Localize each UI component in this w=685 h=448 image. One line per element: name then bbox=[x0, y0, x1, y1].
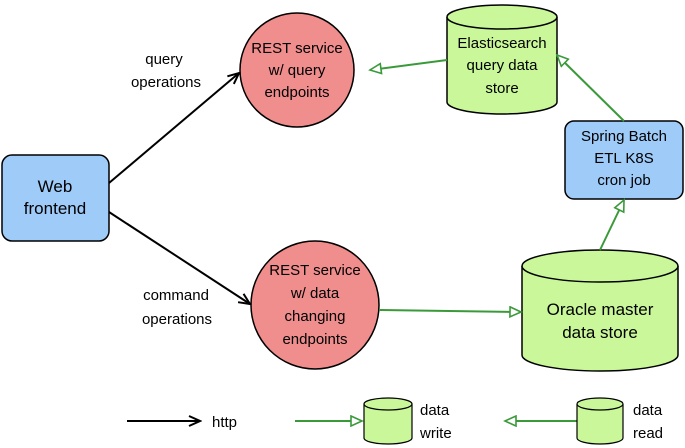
legend-data-read-label-line2: read bbox=[633, 425, 663, 442]
elasticsearch-label-line1: Elasticsearch bbox=[457, 35, 546, 52]
rest-command-label-line1: REST service bbox=[269, 262, 360, 279]
http-edge-to-query-service bbox=[108, 73, 239, 184]
legend-data-read-cylinder bbox=[576, 397, 624, 445]
spring-batch-node: Spring Batch ETL K8S cron job bbox=[564, 120, 684, 200]
web-frontend-label-line1: Web bbox=[38, 177, 73, 196]
data-read-edge-elasticsearch-to-query-service bbox=[370, 59, 448, 70]
oracle-datastore-node: Oracle master data store bbox=[521, 249, 679, 372]
rest-query-service-node: REST service w/ query endpoints bbox=[239, 12, 355, 128]
oracle-label-line2: data store bbox=[562, 323, 638, 342]
spring-batch-label-line2: ETL K8S bbox=[594, 150, 653, 167]
elasticsearch-label-line3: store bbox=[485, 80, 518, 97]
web-frontend-node: Web frontend bbox=[1, 154, 110, 242]
legend-data-read-label-line1: data bbox=[633, 402, 663, 419]
rest-command-label-line2: w/ data bbox=[290, 285, 340, 302]
legend-data-write-label-line2: write bbox=[419, 425, 452, 442]
query-operations-label-line2: operations bbox=[131, 74, 201, 91]
data-write-edge-spring-batch-to-elasticsearch bbox=[557, 55, 625, 122]
data-write-edge-to-oracle bbox=[378, 310, 521, 312]
legend-data-write-label-line1: data bbox=[420, 402, 450, 419]
rest-query-label-line3: endpoints bbox=[264, 84, 329, 101]
oracle-label-line1: Oracle master bbox=[547, 300, 654, 319]
spring-batch-label-line3: cron job bbox=[597, 172, 650, 189]
rest-query-label-line2: w/ query bbox=[268, 62, 326, 79]
command-operations-label-line1: command bbox=[143, 287, 209, 304]
elasticsearch-label-line2: query data bbox=[467, 57, 539, 74]
legend: http data write data read bbox=[127, 397, 663, 445]
data-read-edge-oracle-to-spring-batch bbox=[599, 200, 625, 251]
http-edge-to-command-service bbox=[108, 211, 250, 304]
web-frontend-label-line2: frontend bbox=[24, 199, 86, 218]
elasticsearch-datastore-node: Elasticsearch query data store bbox=[446, 4, 558, 115]
legend-http-label: http bbox=[212, 414, 237, 431]
command-operations-label-line2: operations bbox=[142, 311, 212, 328]
rest-command-label-line4: endpoints bbox=[282, 331, 347, 348]
rest-query-label-line1: REST service bbox=[251, 40, 342, 57]
spring-batch-label-line1: Spring Batch bbox=[581, 128, 667, 145]
legend-data-write-cylinder bbox=[363, 397, 413, 445]
rest-command-service-node: REST service w/ data changing endpoints bbox=[250, 240, 380, 370]
rest-command-label-line3: changing bbox=[285, 308, 346, 325]
query-operations-label-line1: query bbox=[145, 51, 183, 68]
